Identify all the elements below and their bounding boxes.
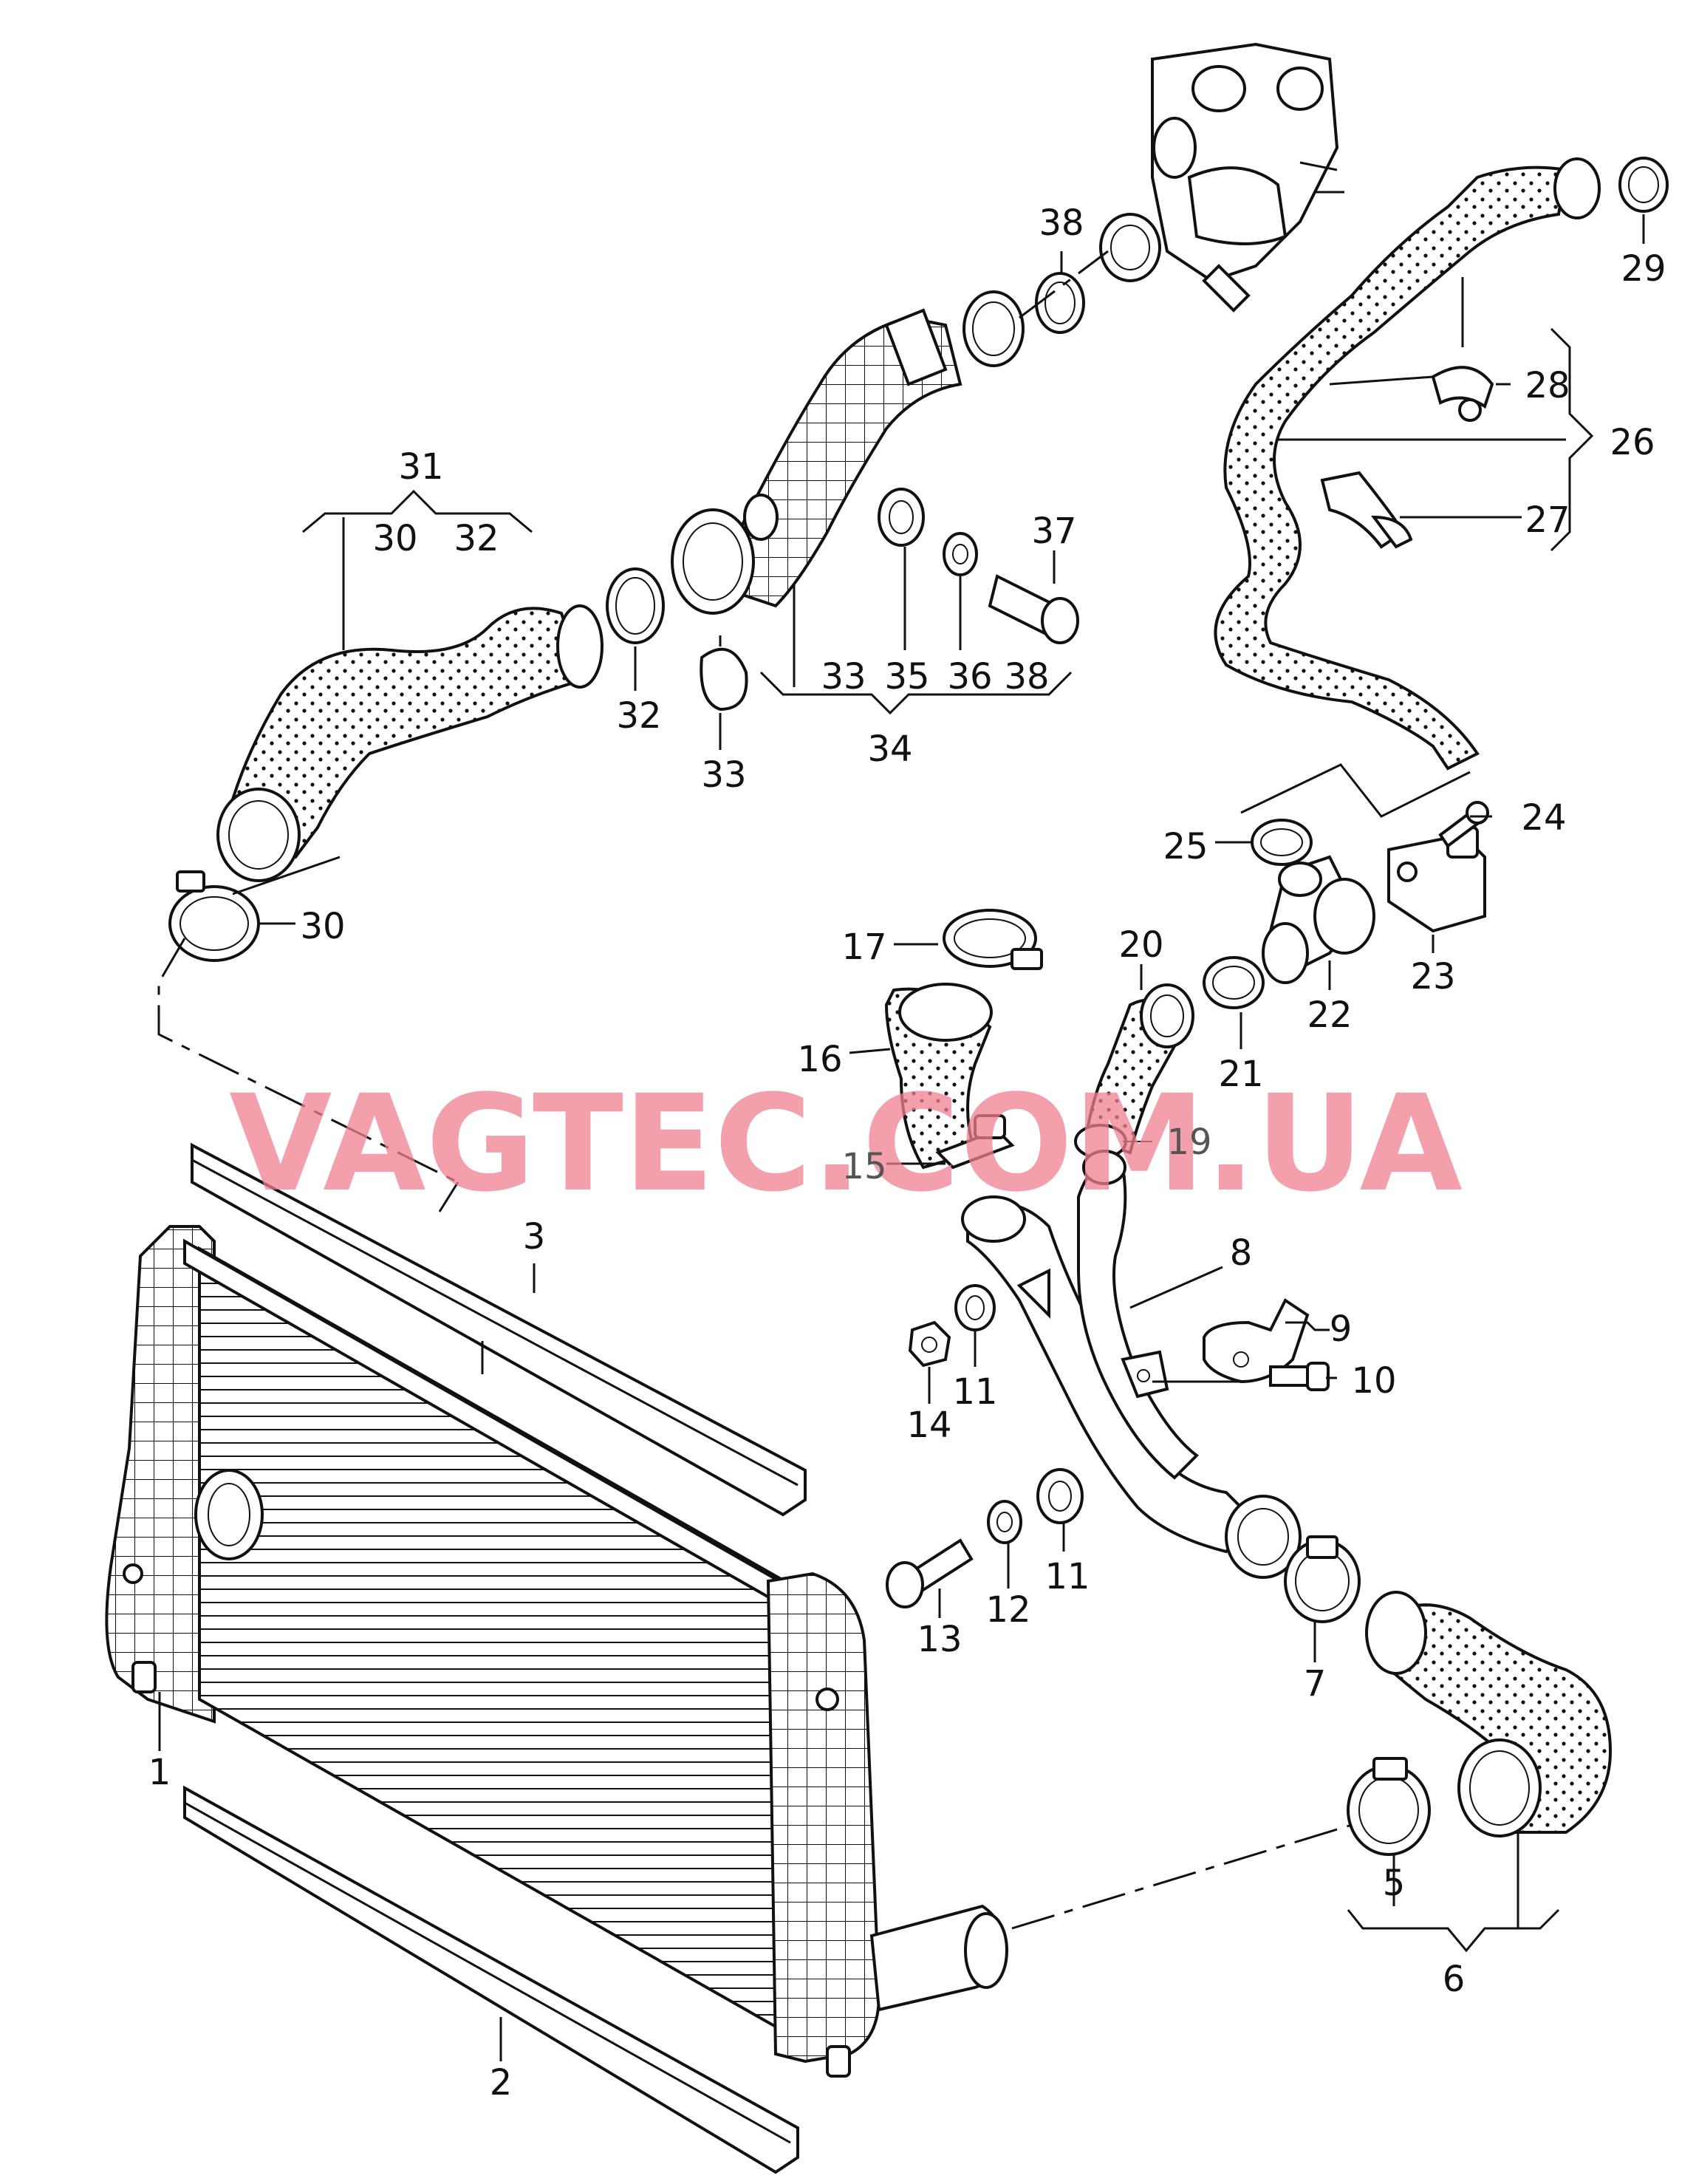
label-28: 28 bbox=[1525, 365, 1570, 406]
leader-lines bbox=[157, 214, 1645, 2061]
label-7: 7 bbox=[1304, 1663, 1327, 1704]
label-33-lower: 33 bbox=[701, 754, 746, 796]
charge-air-pipe-8 bbox=[961, 1150, 1302, 1579]
label-11-lower: 11 bbox=[1044, 1556, 1090, 1597]
label-34: 34 bbox=[867, 728, 912, 770]
label-30-upper: 30 bbox=[372, 518, 417, 559]
label-19: 19 bbox=[1166, 1122, 1211, 1163]
charge-air-hose-upper bbox=[216, 604, 603, 882]
lower-rail bbox=[183, 1785, 799, 2174]
label-12: 12 bbox=[985, 1589, 1030, 1631]
label-9: 9 bbox=[1330, 1308, 1353, 1350]
hose-clamp-7 bbox=[1284, 1535, 1361, 1623]
clip-28 bbox=[1431, 366, 1494, 422]
clamp-15 bbox=[935, 1114, 1015, 1170]
label-29: 29 bbox=[1621, 248, 1666, 290]
intercooler bbox=[105, 1225, 1008, 2078]
hose-clamp-25 bbox=[1251, 819, 1313, 866]
label-23: 23 bbox=[1410, 956, 1455, 997]
nut-14 bbox=[908, 1320, 951, 1368]
watermark: VAGTEC.COM.UA bbox=[229, 1067, 1463, 1221]
grommet-35 bbox=[878, 488, 925, 547]
grommet-11-upper bbox=[954, 1284, 996, 1331]
coolant-hose bbox=[1214, 157, 1601, 771]
hose-clamp-29 bbox=[1618, 157, 1669, 213]
grommet-11-lower bbox=[1036, 1468, 1084, 1524]
part-labels: 1 2 3 5 6 7 8 9 10 11 11 12 13 14 15 16 … bbox=[148, 202, 1666, 2103]
label-20: 20 bbox=[1118, 924, 1163, 966]
label-25: 25 bbox=[1163, 826, 1208, 867]
label-21: 21 bbox=[1218, 1054, 1263, 1095]
hose-clamp-30 bbox=[168, 870, 260, 962]
label-32-upper: 32 bbox=[454, 518, 499, 559]
o-ring-38 bbox=[1035, 272, 1085, 334]
label-16: 16 bbox=[797, 1039, 842, 1080]
label-36: 36 bbox=[947, 656, 992, 697]
label-6: 6 bbox=[1443, 1959, 1466, 2000]
label-35: 35 bbox=[884, 656, 929, 697]
label-32-lower: 32 bbox=[616, 695, 661, 737]
holder-27 bbox=[1320, 471, 1413, 549]
connector-22 bbox=[1262, 855, 1375, 984]
label-33-group: 33 bbox=[821, 656, 866, 697]
bolt-10 bbox=[1269, 1362, 1330, 1391]
hose-16 bbox=[884, 983, 993, 1170]
label-27: 27 bbox=[1525, 499, 1570, 541]
label-14: 14 bbox=[906, 1405, 951, 1446]
label-22: 22 bbox=[1307, 994, 1352, 1036]
hose-clamp-5 bbox=[1347, 1757, 1431, 1856]
bolt-13 bbox=[886, 1538, 974, 1608]
hose-clamp-21 bbox=[1203, 956, 1265, 1009]
washer-12 bbox=[987, 1500, 1022, 1544]
charge-air-pipe bbox=[671, 290, 1025, 615]
label-37: 37 bbox=[1031, 511, 1076, 552]
label-8: 8 bbox=[1230, 1232, 1253, 1274]
bolt-37 bbox=[988, 574, 1079, 644]
label-38-group: 38 bbox=[1004, 656, 1049, 697]
label-24: 24 bbox=[1521, 797, 1566, 839]
label-1: 1 bbox=[148, 1752, 171, 1793]
label-2: 2 bbox=[490, 2062, 513, 2103]
label-10: 10 bbox=[1351, 1360, 1396, 1402]
washer-36 bbox=[943, 532, 978, 576]
label-38-upper: 38 bbox=[1039, 202, 1084, 244]
label-26: 26 bbox=[1610, 422, 1655, 463]
hose-20 bbox=[1084, 983, 1194, 1155]
label-15: 15 bbox=[841, 1146, 886, 1187]
bolt-24 bbox=[1438, 801, 1489, 848]
label-31: 31 bbox=[398, 446, 443, 488]
seal-33 bbox=[700, 647, 748, 711]
sensor-23 bbox=[1387, 826, 1486, 933]
label-5: 5 bbox=[1383, 1863, 1406, 1904]
charge-air-hose-lower bbox=[1365, 1591, 1613, 1837]
hose-clamp-17 bbox=[943, 909, 1043, 970]
label-17: 17 bbox=[841, 927, 886, 968]
label-3: 3 bbox=[523, 1216, 546, 1257]
label-11-upper: 11 bbox=[952, 1371, 997, 1413]
upper-rail bbox=[191, 1142, 807, 1517]
label-30-lower: 30 bbox=[300, 906, 345, 947]
throttle-housing bbox=[1099, 42, 1344, 313]
label-13: 13 bbox=[917, 1619, 962, 1660]
